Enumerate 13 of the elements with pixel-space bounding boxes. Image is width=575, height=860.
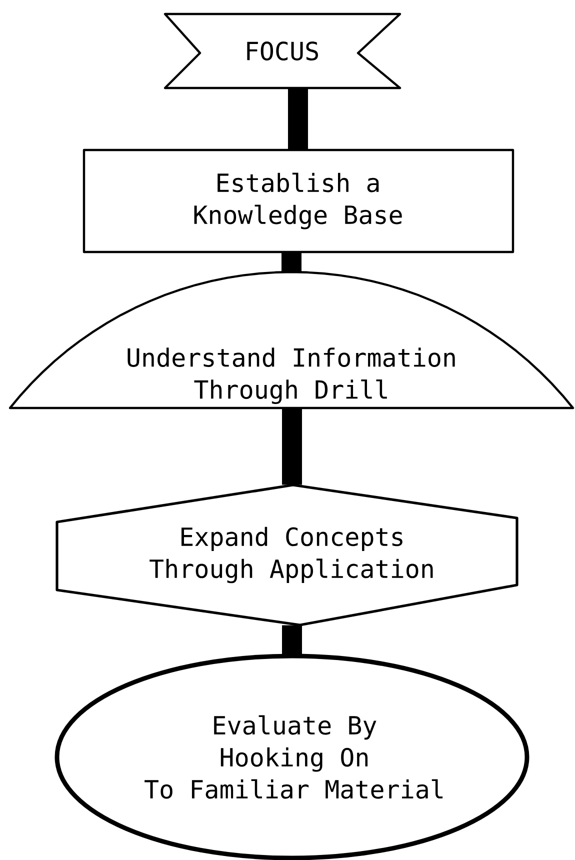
node-text: Establish a Knowledge Base [194, 172, 402, 230]
node-text: Understand Information Through Drill [128, 348, 455, 404]
process-box [82, 148, 514, 254]
connector-bar [288, 88, 308, 150]
connector-bar [282, 625, 302, 656]
node-text: Evaluate By Hooking On To Familiar Material [144, 715, 443, 799]
dome-shape [8, 270, 574, 410]
node-text: Expand Concepts Through Application [150, 526, 433, 584]
connector-bar [282, 252, 302, 272]
hexagon-shape [56, 484, 518, 626]
connector-bar [282, 408, 302, 485]
banner-shape [164, 12, 402, 90]
node-text: FOCUS [247, 42, 318, 60]
